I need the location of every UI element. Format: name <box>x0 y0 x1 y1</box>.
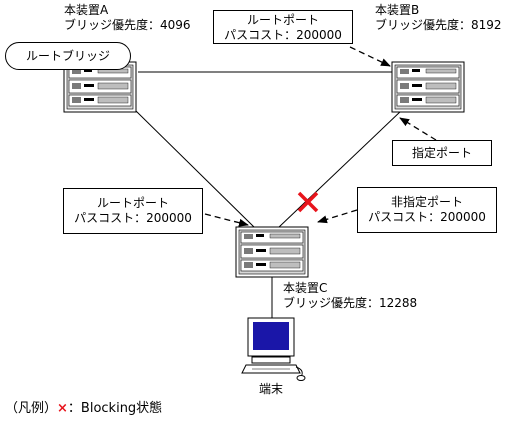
arrow-root-port-b <box>349 46 391 67</box>
node-a-priority: ブリッジ優先度：4096 <box>64 18 191 32</box>
root-port-b-callout: ルートポート パスコスト：200000 <box>213 10 353 44</box>
arrow-root-port-c <box>204 213 249 227</box>
arrow-designated-port <box>399 117 437 141</box>
non-designated-port-cost: パスコスト：200000 <box>368 210 486 224</box>
terminal-pc-icon <box>241 317 306 381</box>
root-port-c-callout: ルートポート パスコスト：200000 <box>63 188 203 234</box>
node-b-priority: ブリッジ優先度：8192 <box>375 18 502 32</box>
arrow-non-designated-port <box>317 209 358 224</box>
legend-blocking-mark-icon: × <box>57 401 68 416</box>
blocking-mark-icon <box>297 191 319 213</box>
designated-port-callout: 指定ポート <box>392 140 492 166</box>
node-c-name: 本装置C <box>283 281 328 295</box>
legend-prefix: （凡例） <box>5 401 58 416</box>
legend: （凡例）×：Blocking状態 <box>5 401 162 417</box>
non-designated-port-callout: 非指定ポート パスコスト：200000 <box>357 187 497 233</box>
node-a-name: 本装置A <box>64 3 109 17</box>
terminal-label: 端末 <box>259 382 284 396</box>
switch-c-icon <box>235 226 309 278</box>
root-port-c-cost: パスコスト：200000 <box>74 211 192 225</box>
root-bridge-callout: ルートブリッジ <box>5 42 131 70</box>
node-c-priority: ブリッジ優先度：12288 <box>283 296 418 310</box>
node-b-name: 本装置B <box>375 3 420 17</box>
root-port-c-title: ルートポート <box>96 196 169 210</box>
switch-b-icon <box>391 61 465 113</box>
root-port-b-title: ルートポート <box>246 13 319 27</box>
non-designated-port-title: 非指定ポート <box>390 195 463 209</box>
legend-text: ：Blocking状態 <box>67 401 163 416</box>
root-port-b-cost: パスコスト：200000 <box>224 28 342 42</box>
link-a-c <box>134 109 256 229</box>
link-b-c <box>277 109 403 229</box>
